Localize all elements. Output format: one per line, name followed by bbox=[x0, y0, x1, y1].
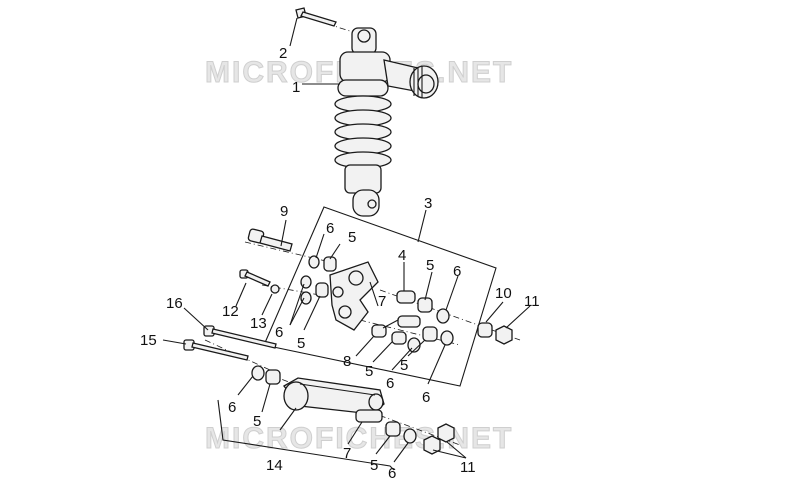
callout-5: 5 bbox=[297, 335, 305, 352]
callout-7: 7 bbox=[378, 293, 386, 310]
callout-5: 5 bbox=[400, 357, 408, 374]
lower-linkage bbox=[251, 365, 455, 455]
callout-labels: 1 2 3 4 5 5 5 5 5 5 5 6 6 6 6 6 6 6 7 7 … bbox=[140, 45, 540, 482]
callout-13: 13 bbox=[250, 315, 267, 332]
callout-6: 6 bbox=[275, 324, 283, 341]
callout-6: 6 bbox=[422, 389, 430, 406]
leader-lines bbox=[162, 17, 531, 463]
callout-5: 5 bbox=[426, 257, 434, 274]
rocker-link bbox=[329, 261, 379, 331]
callout-8: 8 bbox=[343, 353, 351, 370]
callout-2: 2 bbox=[279, 45, 287, 62]
callout-6: 6 bbox=[326, 220, 334, 237]
callout-16: 16 bbox=[166, 295, 183, 312]
bushings-and-washers bbox=[300, 255, 454, 353]
callout-5: 5 bbox=[348, 229, 356, 246]
callout-5: 5 bbox=[253, 413, 261, 430]
bolt-15 bbox=[183, 339, 249, 361]
callout-6: 6 bbox=[388, 465, 396, 482]
callout-6: 6 bbox=[453, 263, 461, 280]
bolt-9 bbox=[247, 228, 293, 252]
callout-5: 5 bbox=[365, 363, 373, 380]
nuts-right bbox=[477, 322, 513, 345]
callout-15: 15 bbox=[140, 332, 157, 349]
callout-5: 5 bbox=[370, 457, 378, 474]
callout-6: 6 bbox=[228, 399, 236, 416]
callout-4: 4 bbox=[398, 247, 406, 264]
callout-9: 9 bbox=[280, 203, 288, 220]
callout-14: 14 bbox=[266, 457, 283, 474]
bracket-14 bbox=[217, 399, 395, 471]
callout-3: 3 bbox=[424, 195, 432, 212]
callout-12: 12 bbox=[222, 303, 239, 320]
washer-13 bbox=[270, 284, 280, 294]
callout-11: 11 bbox=[524, 293, 540, 310]
callout-10: 10 bbox=[495, 285, 512, 302]
callout-6: 6 bbox=[386, 375, 394, 392]
callout-7: 7 bbox=[343, 445, 351, 462]
callout-1: 1 bbox=[292, 79, 300, 96]
callout-11: 11 bbox=[460, 459, 476, 476]
bolt-2 bbox=[295, 7, 337, 27]
kit-outline bbox=[263, 206, 497, 387]
bolt-12 bbox=[239, 269, 271, 287]
shock-absorber bbox=[334, 27, 439, 217]
